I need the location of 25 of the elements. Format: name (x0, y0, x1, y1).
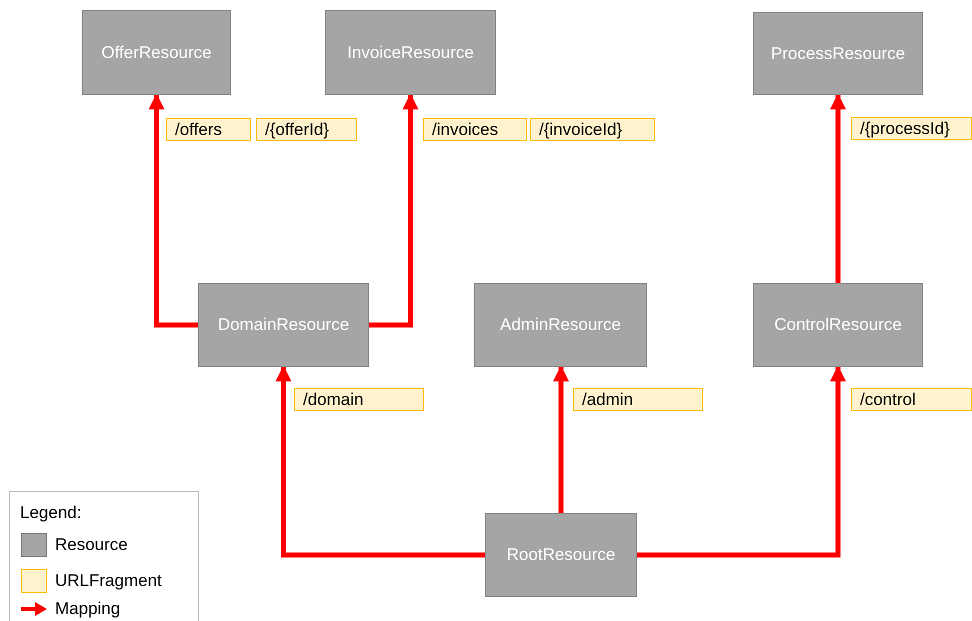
resource-box: DomainResource (198, 283, 369, 367)
url-fragment-box: /{invoiceId} (530, 118, 655, 141)
url-fragment-box: /invoices (423, 118, 527, 141)
resource-box: RootResource (485, 513, 637, 597)
arrow (276, 365, 485, 558)
url-fragment-box: /offers (166, 118, 251, 141)
resource-box: ControlResource (753, 283, 923, 367)
arrow (830, 93, 846, 283)
url-fragment-box: /{processId} (851, 117, 972, 140)
resource-box: InvoiceResource (325, 10, 496, 95)
arrow (369, 93, 418, 328)
arrow (148, 93, 198, 328)
legend-label: Mapping (55, 598, 120, 620)
legend-label: URLFragment (55, 570, 162, 592)
url-fragment-box: /domain (294, 388, 424, 411)
arrow (637, 365, 846, 558)
legend-title: Legend: (20, 502, 82, 524)
legend-label: Resource (55, 534, 128, 556)
url-fragment-box: /admin (573, 388, 703, 411)
arrow (553, 365, 569, 513)
resource-box: AdminResource (474, 283, 647, 367)
resource-box: ProcessResource (753, 12, 923, 95)
url-fragment-box: /{offerId} (256, 118, 357, 141)
url-fragment-box: /control (851, 388, 972, 411)
resource-box: OfferResource (82, 10, 231, 95)
